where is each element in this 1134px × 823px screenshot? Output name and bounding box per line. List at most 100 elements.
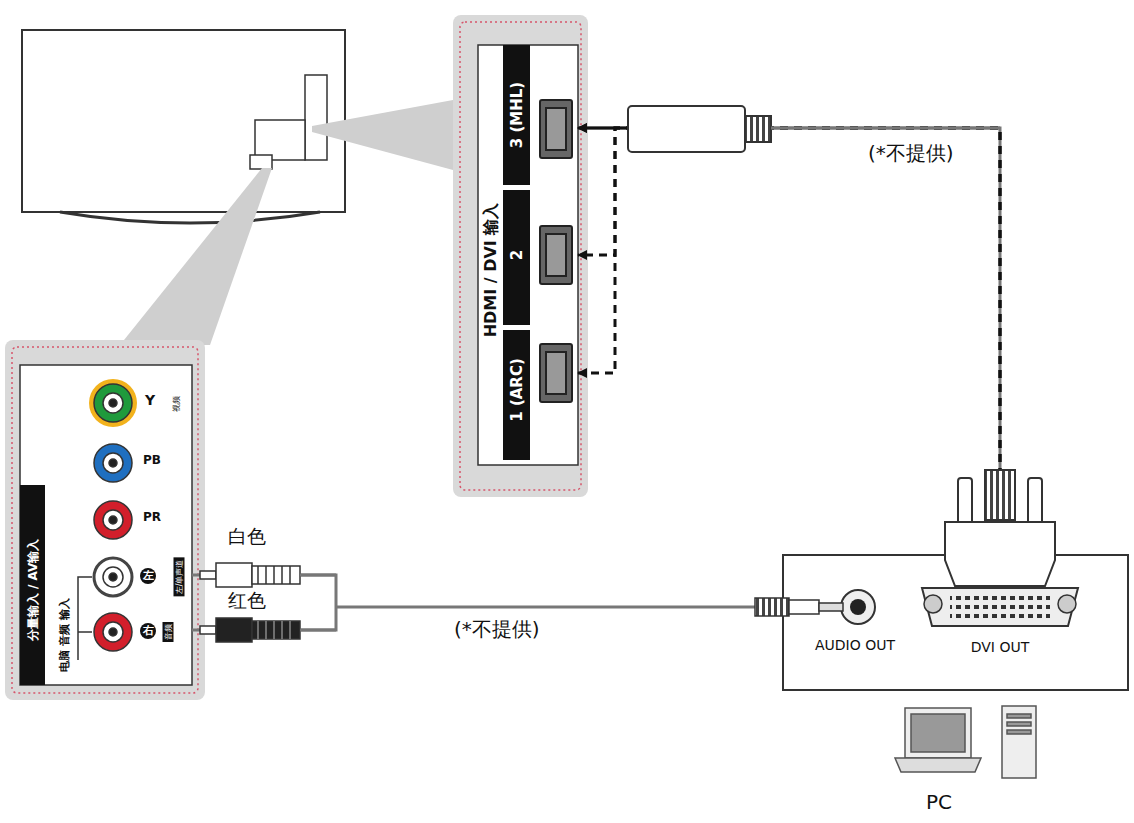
rca-plug: [200, 563, 336, 642]
rca-jack: [94, 558, 132, 596]
label: PR: [143, 510, 161, 524]
rca-jack: [89, 379, 137, 427]
rca-plug: [252, 566, 300, 584]
hdmi-panel-frame: [453, 15, 588, 497]
label: 音频: [163, 622, 174, 642]
hdmi-socket: [546, 352, 566, 394]
bracket: [78, 577, 92, 660]
edge-label: (*不提供): [866, 140, 956, 167]
hdmi-socket: [546, 108, 566, 150]
mini-plug: [819, 603, 843, 611]
node-text: 分量输入 / AV输入: [24, 539, 41, 642]
rca-plug: [258, 566, 290, 584]
hdmi-socket: [540, 100, 572, 402]
callout-wedge: [120, 168, 272, 345]
node-text: HDMI / DVI 输入: [481, 203, 502, 338]
pc-icon: [911, 714, 965, 752]
dvi-plug: [985, 470, 1015, 520]
label: 左: [140, 568, 156, 584]
rca-jack: [103, 567, 123, 587]
label: 左/单声道: [174, 558, 185, 597]
dvi-plug: [958, 478, 972, 524]
rca-plug: [258, 621, 290, 639]
node-text: DVI OUT: [915, 639, 1085, 655]
hdmi-plug: [628, 106, 745, 152]
tv: [22, 30, 345, 212]
rca-plug: [200, 571, 216, 579]
node-text: 1 (ARC): [508, 358, 526, 422]
label: 红色: [228, 588, 266, 614]
rca-jack: [94, 444, 132, 482]
tv: [255, 120, 305, 160]
hdmi-socket: [540, 226, 572, 284]
hdmi-panel: HDMI / DVI 输入3 (MHL) 2 1 (ARC): [478, 45, 578, 465]
rca-plug: [252, 621, 300, 639]
rca-jack: [109, 459, 117, 467]
label: PC: [926, 790, 952, 814]
rca-jack: [103, 393, 123, 413]
label: 右: [140, 623, 156, 639]
tv: [250, 155, 272, 169]
hdmi-socket: [540, 344, 572, 402]
callout-wedge: [120, 100, 453, 345]
pc-icon: [905, 708, 971, 758]
pc-box: [841, 590, 875, 624]
pc-icon: [1007, 714, 1031, 718]
tv: [305, 75, 327, 160]
hdmi-panel-frame: [460, 22, 581, 490]
audio-out-jack: AUDIO OUT: [800, 585, 910, 653]
label: PB: [143, 453, 161, 467]
hdmi-plug: [771, 127, 1000, 130]
label: 视频: [171, 396, 182, 412]
node-text: 2: [508, 250, 526, 260]
node-text: 电脑 音频 输入: [57, 598, 72, 672]
pc-box: [924, 595, 942, 613]
hdmi-panel-frame: [453, 15, 588, 497]
mini-plug: [789, 600, 819, 614]
dvi-plug: [945, 470, 1055, 586]
bracket: [78, 577, 92, 660]
node-text: AUDIO OUT: [800, 637, 910, 653]
hdmi-plug: [745, 116, 771, 142]
mini-plug: [755, 598, 843, 616]
hdmi-socket: [540, 100, 572, 158]
rca-jack: [94, 613, 132, 651]
rca-jack: [109, 628, 117, 636]
mini-plug: [755, 598, 789, 616]
rca-jack: [94, 501, 132, 539]
component-panel-frame: [20, 365, 192, 685]
pc-box: [922, 588, 1078, 626]
dvi-out-port: DVI OUT: [915, 560, 1085, 655]
pc-icon: [895, 758, 981, 772]
dvi-plug: [945, 522, 1055, 586]
hdmi-port: 3 (MHL): [503, 45, 578, 185]
rca-jack: [103, 510, 123, 530]
rca-plug: [300, 629, 336, 632]
pc-icon: [1002, 706, 1036, 778]
rca-jack: [109, 399, 117, 407]
pc-box: [1058, 595, 1076, 613]
label: 白色: [228, 524, 266, 550]
tv: [22, 30, 345, 223]
pc-icon: [1007, 730, 1031, 734]
dvi-plug: [1028, 478, 1042, 524]
rca-jack: [103, 622, 123, 642]
pc-icon: [895, 706, 1036, 778]
rca-plug: [300, 574, 336, 577]
rca-jack: [94, 384, 132, 422]
pc-icon: [1007, 722, 1031, 726]
arrow-shaft: [578, 127, 628, 130]
rca-jack: [109, 573, 117, 581]
rca-jack: [89, 379, 137, 651]
label: Y: [145, 392, 155, 408]
alternative-cable: [578, 128, 1000, 560]
edge-label: (*不提供): [452, 616, 542, 643]
hdmi-port: 1 (ARC): [503, 330, 578, 460]
cable: [578, 128, 1000, 560]
rca-plug: [216, 563, 252, 587]
component-panel-frame: [5, 340, 205, 700]
